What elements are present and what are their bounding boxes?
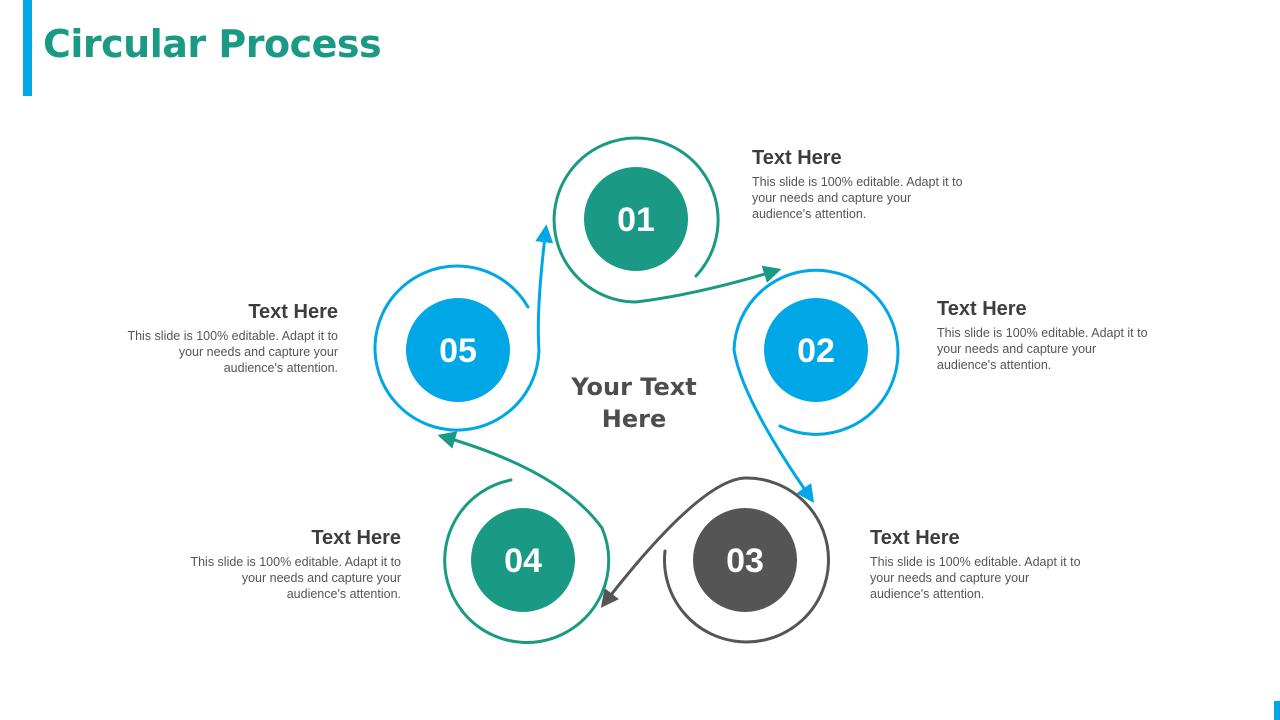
step-02-body-line-3: audience's attention. [937, 358, 1052, 372]
node-circle-03 [693, 508, 797, 612]
node-circle-01 [584, 167, 688, 271]
step-05-description: Text Here This slide is 100% editable. A… [108, 300, 338, 376]
step-02-body: This slide is 100% editable. Adapt it to… [937, 325, 1167, 373]
step-01-description: Text Here This slide is 100% editable. A… [752, 146, 982, 222]
step-04-body-line-1: This slide is 100% editable. Adapt it to [190, 555, 401, 569]
node-circle-05 [406, 298, 510, 402]
slide-title: Circular Process [43, 22, 382, 66]
step-01-body-line-1: This slide is 100% editable. Adapt it to [752, 175, 963, 189]
node-circle-02 [764, 298, 868, 402]
center-label-line-2: Here [601, 405, 667, 433]
step-03-body-line-2: your needs and capture your [870, 571, 1030, 585]
step-04-body-line-2: your needs and capture your [241, 571, 401, 585]
step-04-body-line-3: audience's attention. [286, 587, 401, 601]
step-03-description: Text Here This slide is 100% editable. A… [870, 526, 1100, 602]
step-05-body-line-3: audience's attention. [223, 361, 338, 375]
step-03-heading: Text Here [870, 527, 960, 549]
node-number-02: 02 [797, 332, 835, 370]
node-number-03: 03 [726, 542, 764, 580]
step-02-body-line-1: This slide is 100% editable. Adapt it to [937, 326, 1148, 340]
step-01-heading: Text Here [752, 147, 842, 169]
corner-accent-mark [1274, 701, 1280, 720]
step-05-heading: Text Here [248, 301, 338, 323]
node-number-05: 05 [439, 332, 477, 370]
step-04-heading: Text Here [311, 527, 401, 549]
step-03-body: This slide is 100% editable. Adapt it to… [870, 554, 1100, 602]
step-02-description: Text Here This slide is 100% editable. A… [937, 297, 1167, 373]
step-01-body-line-2: your needs and capture your [752, 191, 912, 205]
node-number-01: 01 [617, 201, 655, 239]
step-05-body-line-1: This slide is 100% editable. Adapt it to [127, 329, 338, 343]
step-02-body-line-2: your needs and capture your [937, 342, 1097, 356]
step-04-body: This slide is 100% editable. Adapt it to… [171, 554, 401, 602]
ring-04 [437, 431, 611, 644]
step-05-body-line-2: your needs and capture your [178, 345, 338, 359]
step-05-body: This slide is 100% editable. Adapt it to… [108, 328, 338, 376]
node-circle-04 [471, 508, 575, 612]
title-accent-bar [23, 0, 32, 96]
center-label: Your Text Here [544, 371, 724, 435]
step-03-body-line-3: audience's attention. [870, 587, 985, 601]
step-03-body-line-1: This slide is 100% editable. Adapt it to [870, 555, 1081, 569]
ring-03 [600, 476, 830, 644]
node-number-04: 04 [504, 542, 542, 580]
step-04-description: Text Here This slide is 100% editable. A… [171, 526, 401, 602]
ring-02 [732, 268, 900, 503]
center-label-line-1: Your Text [571, 373, 697, 401]
step-02-heading: Text Here [937, 298, 1027, 320]
step-01-body: This slide is 100% editable. Adapt it to… [752, 174, 982, 222]
ring-01 [552, 136, 782, 304]
step-01-body-line-3: audience's attention. [752, 207, 867, 221]
ring-05 [373, 224, 554, 432]
